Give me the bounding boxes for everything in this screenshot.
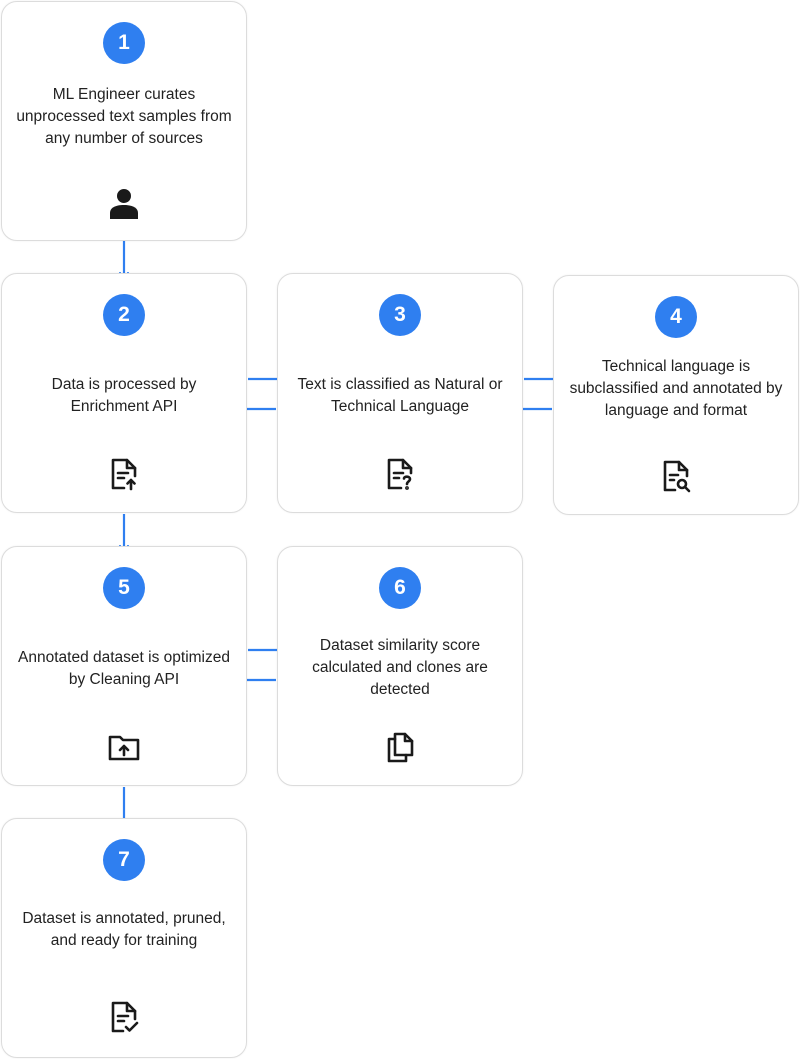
step-description: Annotated dataset is optimized by Cleani… xyxy=(18,649,230,688)
step-description: Dataset is annotated, pruned, and ready … xyxy=(22,910,226,949)
file-check-icon xyxy=(106,999,142,1035)
step-number-badge: 2 xyxy=(103,294,145,336)
step-card-4: 4 Technical language is subclassified an… xyxy=(553,275,799,515)
folder-upload-icon xyxy=(106,729,142,765)
step-number-badge: 7 xyxy=(103,839,145,881)
file-search-icon xyxy=(658,458,694,494)
copy-files-icon xyxy=(382,729,418,765)
step-card-3: 3 Text is classified as Natural or Techn… xyxy=(277,273,523,513)
file-question-icon xyxy=(382,456,418,492)
step-number-badge: 1 xyxy=(103,22,145,64)
step-description: ML Engineer curates unprocessed text sam… xyxy=(16,86,232,147)
step-card-2: 2 Data is processed by Enrichment API xyxy=(1,273,247,513)
step-description: Technical language is subclassified and … xyxy=(569,358,783,419)
step-card-6: 6 Dataset similarity score calculated an… xyxy=(277,546,523,786)
step-number-badge: 5 xyxy=(103,567,145,609)
step-number-badge: 4 xyxy=(655,296,697,338)
step-card-1: 1 ML Engineer curates unprocessed text s… xyxy=(1,1,247,241)
step-description: Data is processed by Enrichment API xyxy=(51,376,197,415)
step-card-7: 7 Dataset is annotated, pruned, and read… xyxy=(1,818,247,1058)
user-icon xyxy=(106,185,142,221)
step-number-badge: 6 xyxy=(379,567,421,609)
step-description: Text is classified as Natural or Technic… xyxy=(297,376,503,415)
step-number-badge: 3 xyxy=(379,294,421,336)
file-upload-icon xyxy=(106,456,142,492)
step-description: Dataset similarity score calculated and … xyxy=(312,637,488,698)
step-card-5: 5 Annotated dataset is optimized by Clea… xyxy=(1,546,247,786)
